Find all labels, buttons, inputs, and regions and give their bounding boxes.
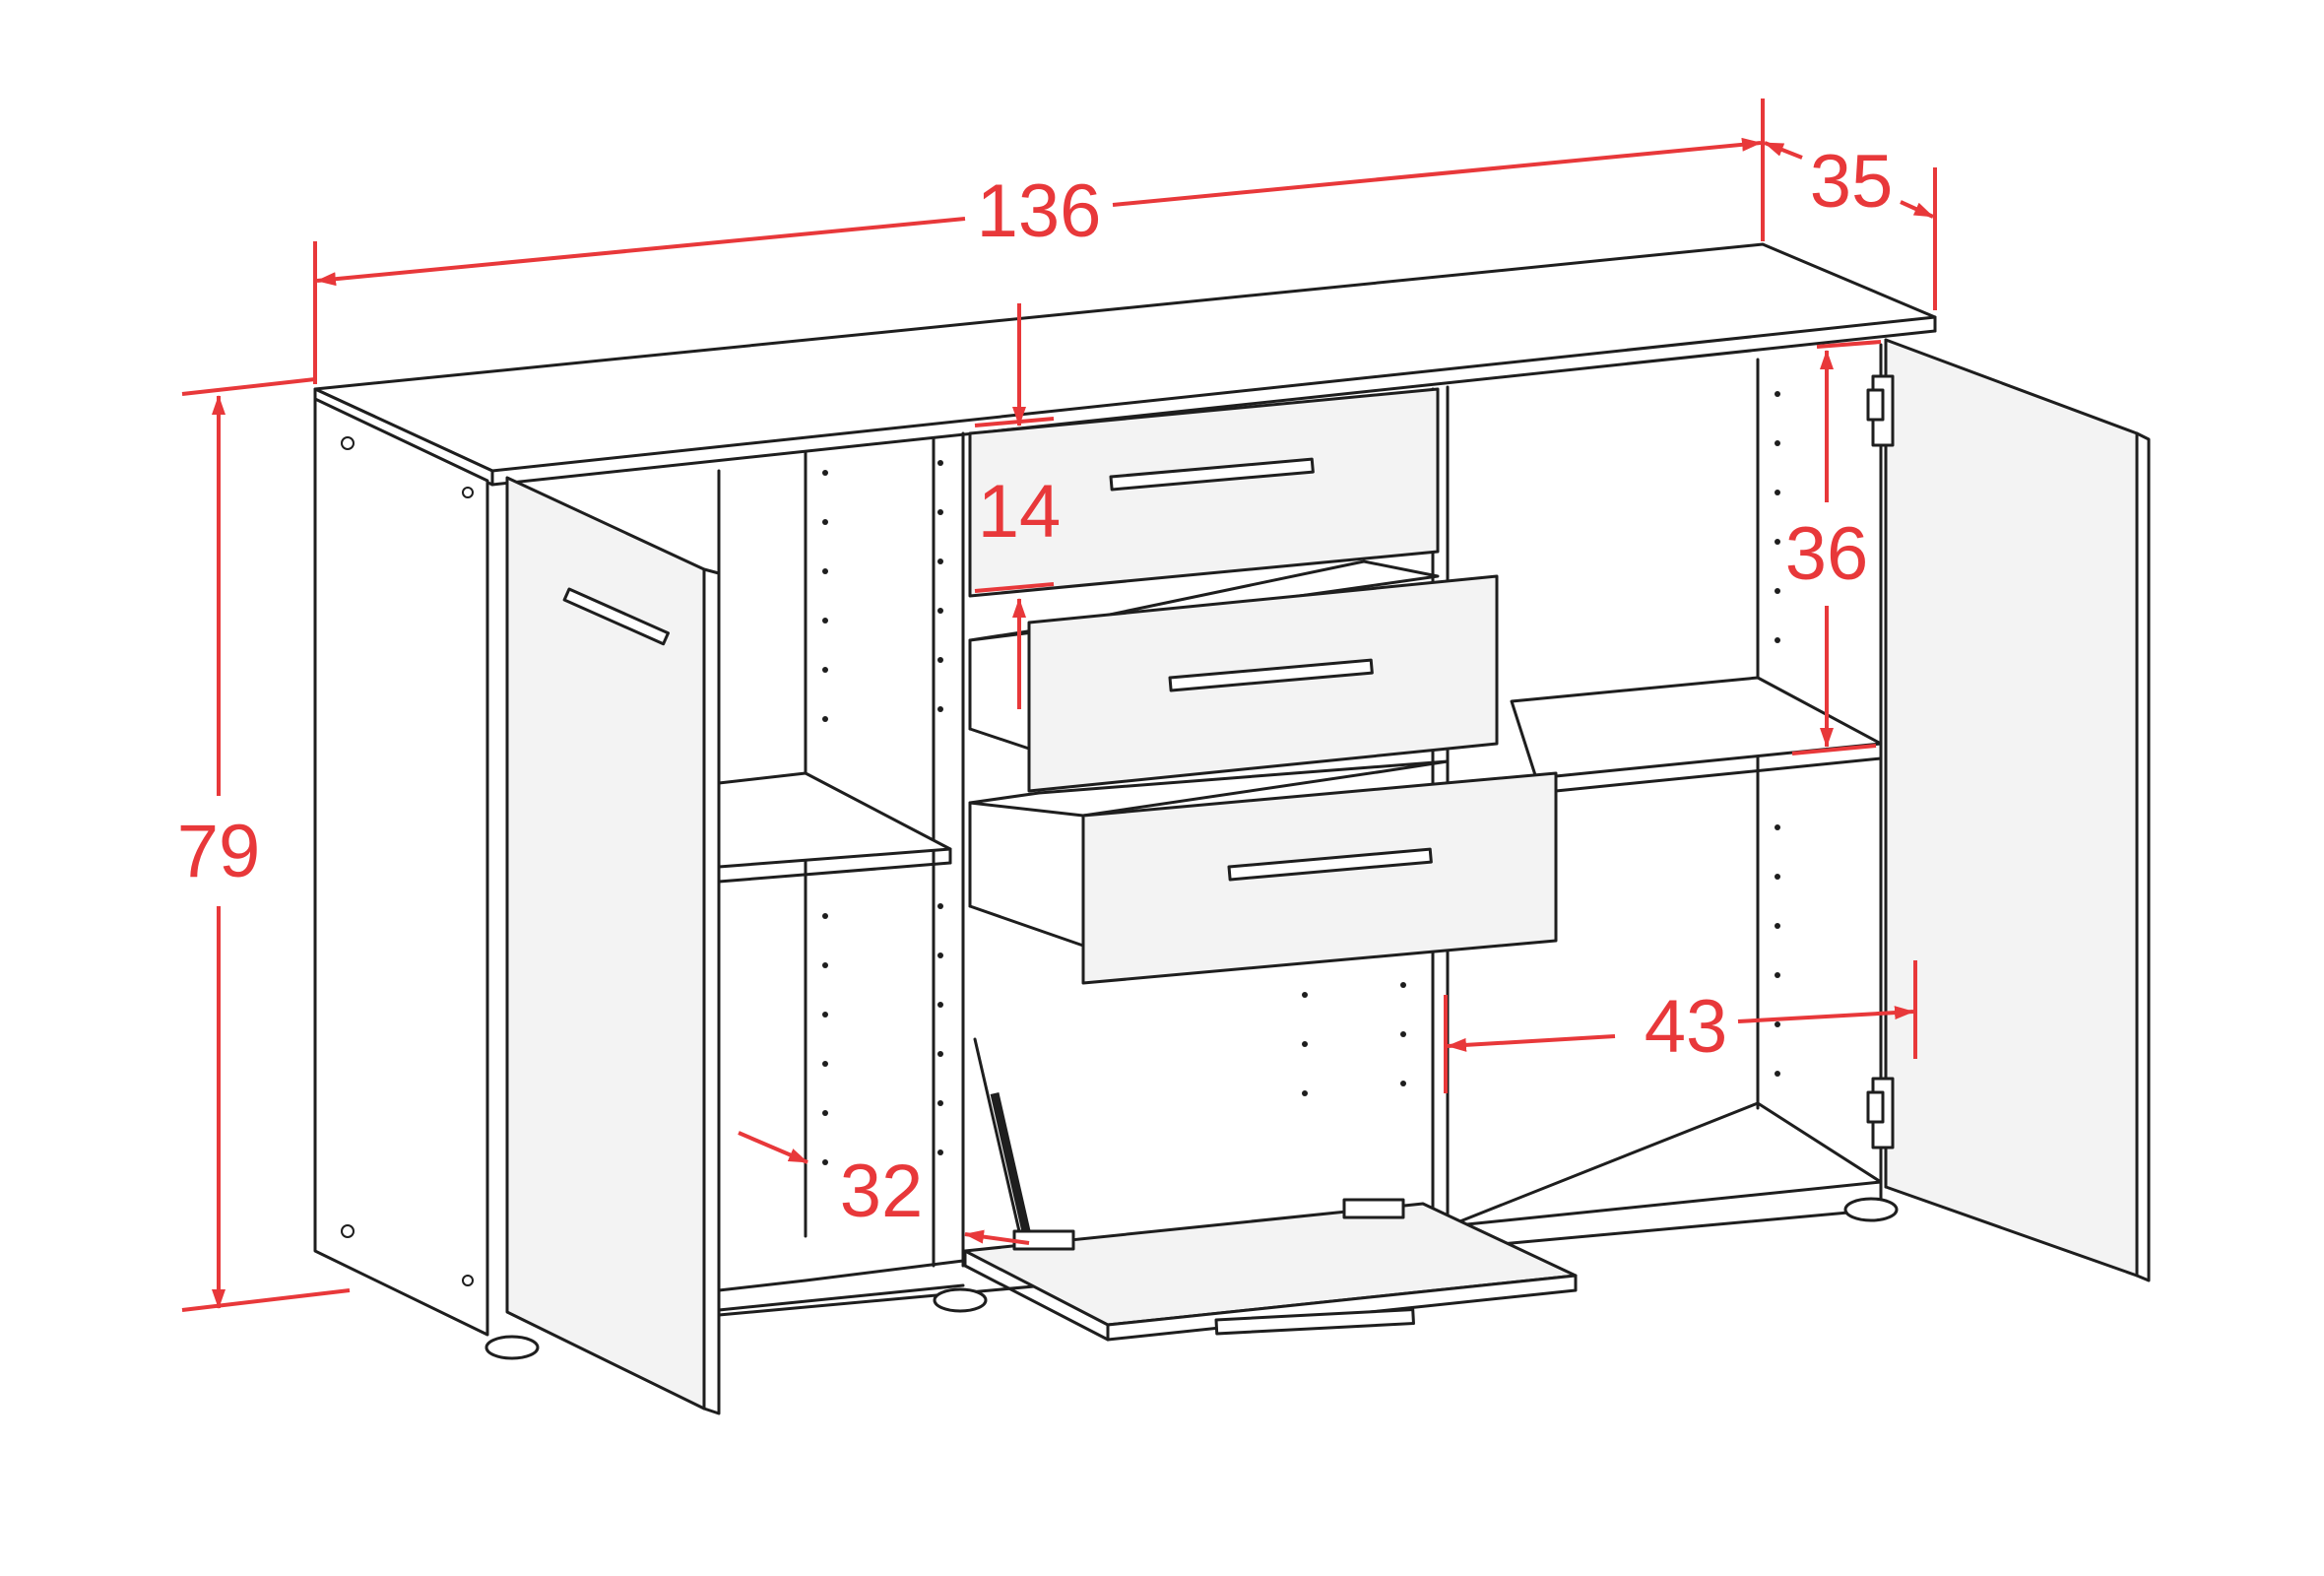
drawer-handle — [1227, 847, 1433, 882]
left-door — [505, 476, 721, 1415]
flap-door — [963, 1037, 1578, 1342]
foot — [933, 1287, 988, 1313]
right-door — [1866, 338, 2151, 1282]
hinge-icon — [1866, 1090, 1885, 1124]
foot — [1843, 1197, 1899, 1222]
gas-strut — [973, 1037, 1021, 1233]
drawer-handle — [1109, 457, 1315, 492]
left-shelf — [717, 771, 952, 869]
shelf-pin-holes — [822, 391, 1780, 1165]
flap-handle — [1214, 1308, 1415, 1336]
dimension-lines: 136 35 79 14 36 43 32 — [177, 98, 1937, 1312]
drawer-handle — [1168, 658, 1374, 692]
inner-depth-label: 32 — [840, 1149, 924, 1233]
foot — [484, 1335, 540, 1360]
shelf-height-label: 36 — [1785, 512, 1869, 596]
drawer-1 — [968, 387, 1440, 598]
height-label: 79 — [177, 810, 261, 893]
drawer-3 — [968, 759, 1558, 985]
hinge-icon — [1866, 388, 1885, 422]
right-shelf — [1510, 676, 1883, 780]
left-side-panel — [313, 397, 489, 1337]
door-handle — [562, 587, 670, 646]
hinge-bracket — [1342, 1198, 1405, 1219]
depth-label: 35 — [1810, 140, 1894, 224]
drawer-2 — [968, 559, 1499, 793]
drawer-height-label: 14 — [978, 470, 1062, 554]
width-label: 136 — [977, 169, 1102, 253]
cabinet-body — [313, 242, 1937, 1360]
strut-bracket — [1012, 1229, 1075, 1251]
compartment-width-label: 43 — [1645, 985, 1728, 1069]
